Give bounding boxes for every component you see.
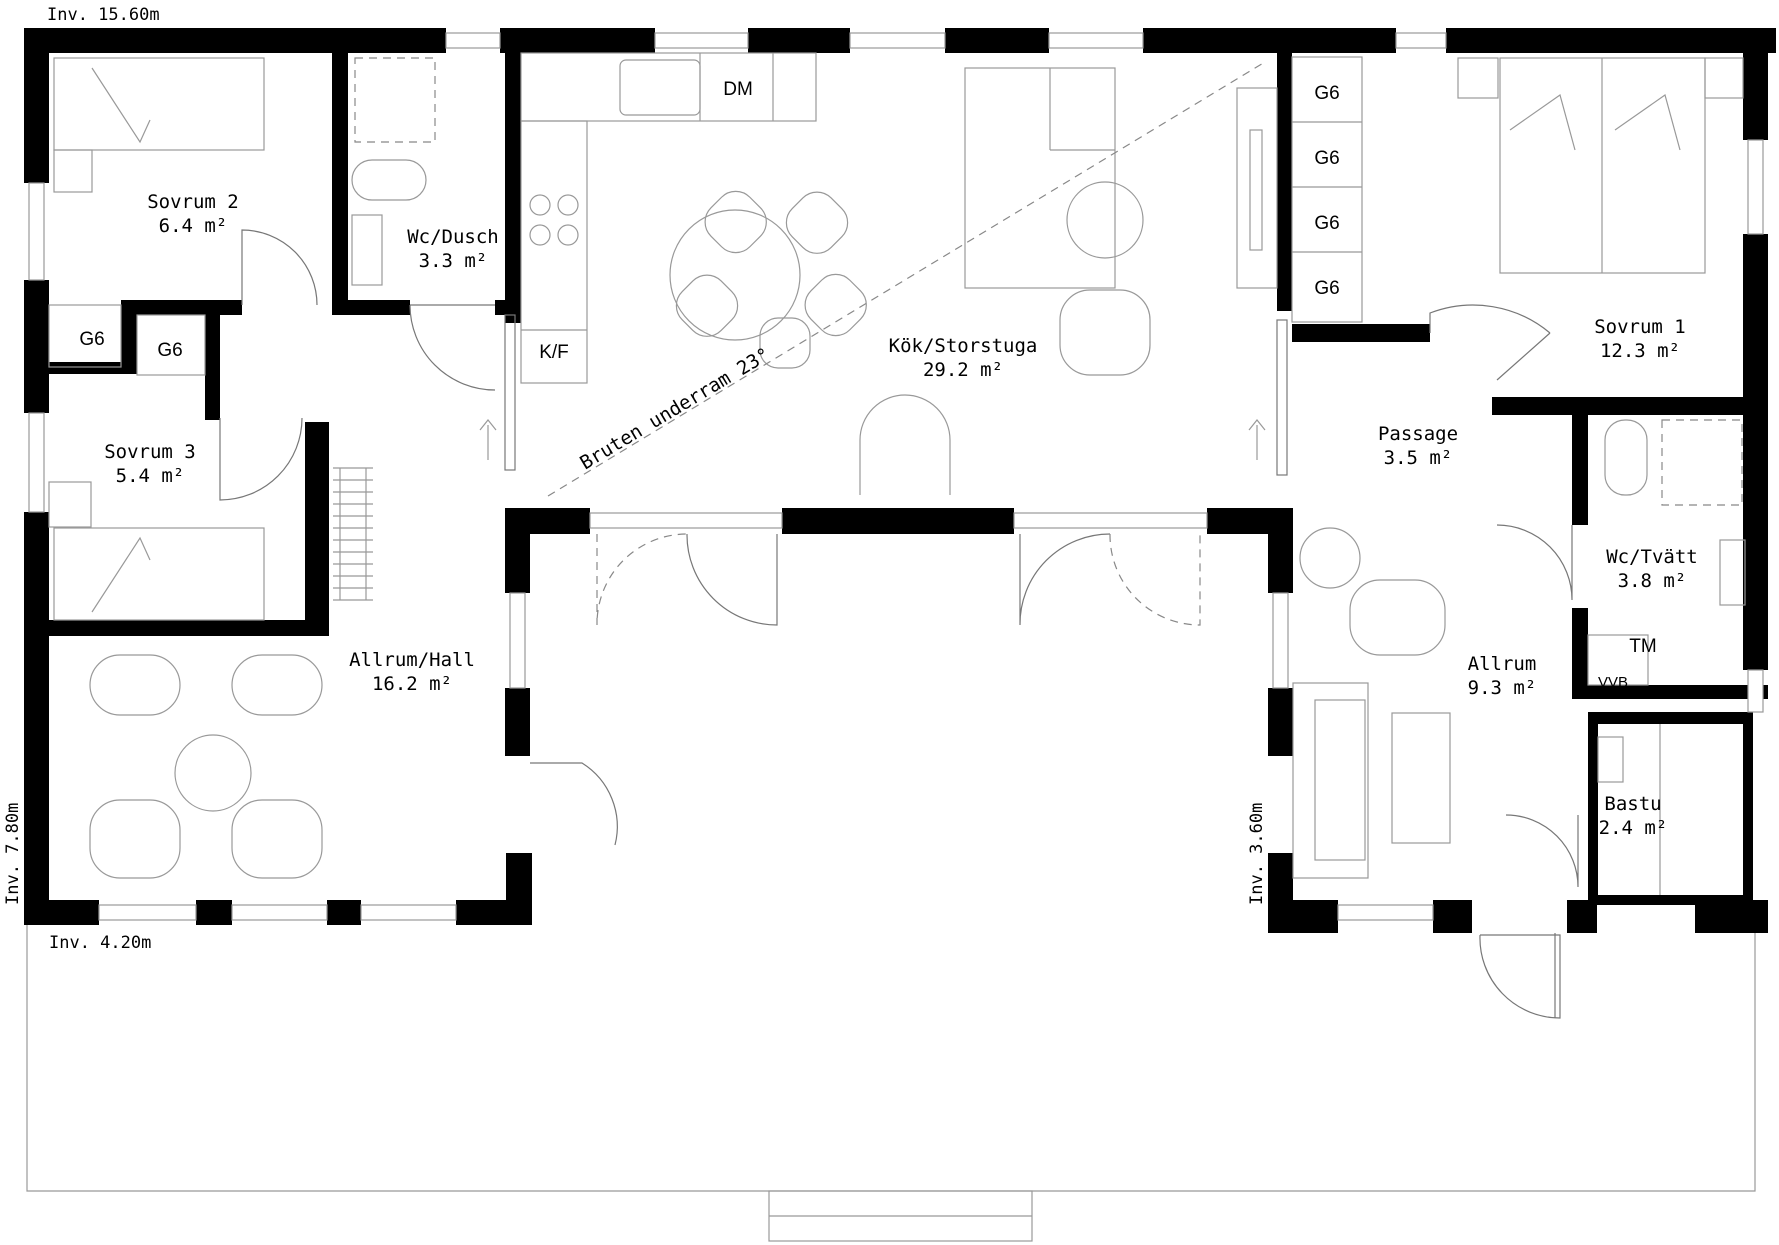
fridge-freezer-label: K/F — [539, 342, 569, 363]
room-wc-dusch-name: Wc/Dusch — [407, 226, 499, 248]
dim-left: Inv. 7.80m — [3, 803, 23, 905]
room-sovrum3-name: Sovrum 3 — [104, 441, 196, 463]
room-wc-dusch-area: 3.3 m² — [419, 250, 488, 272]
room-allrum-name: Allrum — [1468, 653, 1537, 675]
room-bastu-name: Bastu — [1604, 793, 1661, 815]
wardrobe-label: G6 — [79, 329, 104, 350]
room-wc-tvatt-name: Wc/Tvätt — [1606, 546, 1698, 568]
room-kok-area: 29.2 m² — [923, 359, 1003, 381]
wardrobe-label: G6 — [157, 340, 182, 361]
windows — [28, 32, 1764, 921]
wardrobe-label: G6 — [1314, 83, 1339, 104]
room-sovrum2-name: Sovrum 2 — [147, 191, 239, 213]
room-sovrum1-area: 12.3 m² — [1600, 340, 1680, 362]
room-allrum-area: 9.3 m² — [1468, 677, 1537, 699]
terrace-outline — [26, 913, 1756, 1242]
ceiling-annotation: Bruten underram 23° — [576, 343, 774, 474]
ceiling-line — [479, 61, 1266, 497]
room-sovrum2-area: 6.4 m² — [159, 215, 228, 237]
dim-top: Inv. 15.60m — [47, 5, 160, 25]
walls — [24, 28, 1776, 933]
room-passage-name: Passage — [1378, 423, 1458, 445]
room-passage-area: 3.5 m² — [1384, 447, 1453, 469]
room-sovrum1-name: Sovrum 1 — [1594, 316, 1686, 338]
room-wc-tvatt-area: 3.8 m² — [1618, 570, 1687, 592]
dim-right-wing: Inv. 3.60m — [1247, 803, 1267, 905]
doors — [219, 229, 1579, 1019]
room-sovrum3-area: 5.4 m² — [116, 465, 185, 487]
dishwasher-label: DM — [723, 79, 753, 100]
water-heater-label: VVB — [1598, 674, 1628, 691]
furniture — [48, 52, 1746, 895]
wardrobe-label: G6 — [1314, 278, 1339, 299]
dim-bottom-left: Inv. 4.20m — [49, 933, 151, 953]
washing-machine-label: TM — [1629, 636, 1656, 657]
wardrobe-label: G6 — [1314, 213, 1339, 234]
room-allrum-hall-area: 16.2 m² — [372, 673, 452, 695]
room-kok-name: Kök/Storstuga — [889, 335, 1038, 357]
wardrobe-label: G6 — [1314, 148, 1339, 169]
room-bastu-area: 2.4 m² — [1599, 817, 1668, 839]
room-allrum-hall-name: Allrum/Hall — [349, 649, 475, 671]
